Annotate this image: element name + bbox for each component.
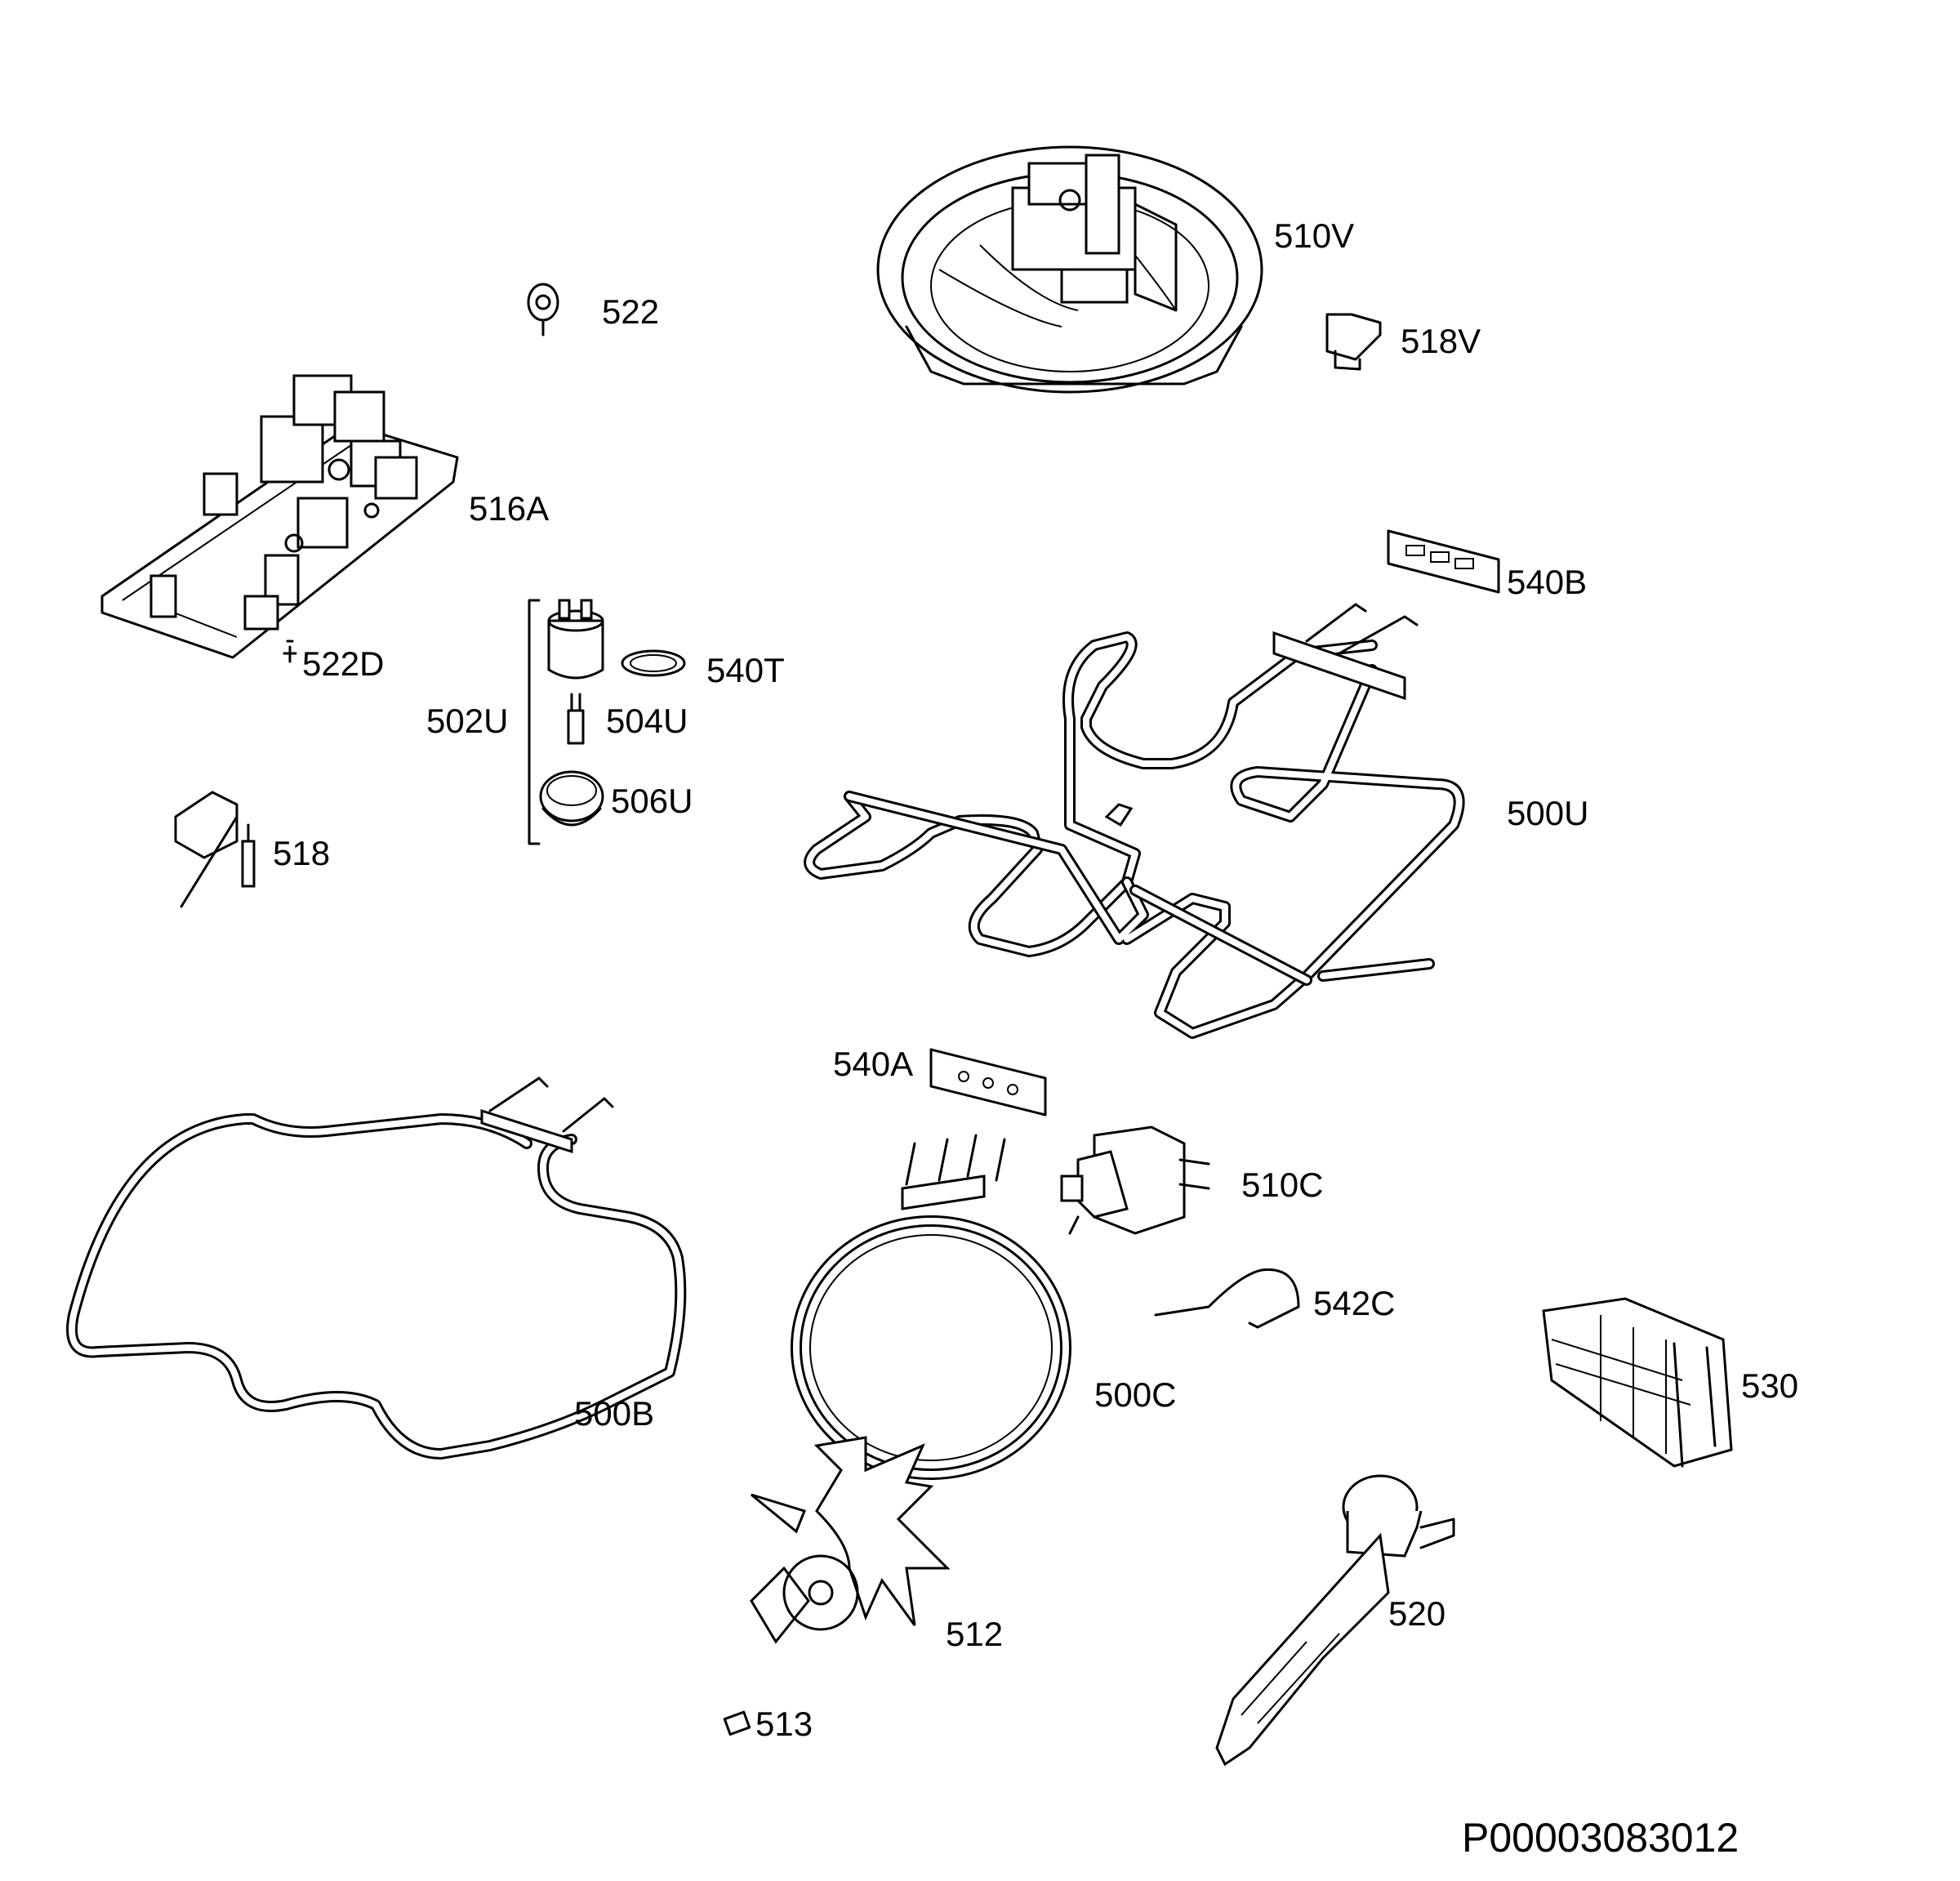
part-530-switch-block [1542, 1297, 1733, 1468]
part-540T-seal [621, 649, 686, 677]
part-518V-thermostat [1325, 313, 1382, 371]
part-540B-gasket [1387, 529, 1500, 594]
label-540T: 540T [706, 651, 785, 689]
label-506U: 506U [611, 782, 693, 820]
part-506U-lamp-cover [539, 770, 604, 827]
label-522D: 522D [302, 644, 385, 683]
label-522: 522 [602, 292, 660, 331]
label-500C: 500C [1094, 1375, 1177, 1414]
label-502U: 502U [426, 702, 509, 740]
label-500U: 500U [1507, 794, 1589, 832]
label-513: 513 [755, 1705, 813, 1743]
label-518V: 518V [1401, 322, 1481, 360]
part-520-switch-assembly [1215, 1474, 1455, 1767]
part-542C-clip [1154, 1268, 1300, 1329]
part-510C-motor [1060, 1125, 1210, 1235]
part-522D-pin [283, 640, 297, 663]
part-540A-plate [929, 1048, 1047, 1117]
label-520: 520 [1388, 1594, 1446, 1633]
part-500U-grill-element [804, 603, 1465, 1039]
label-540A: 540A [833, 1045, 914, 1083]
part-522-clip [527, 283, 559, 337]
part-510V-fan-assembly [876, 145, 1263, 394]
label-516A: 516A [469, 489, 550, 528]
label-510C: 510C [1241, 1166, 1324, 1204]
part-502U-bracket [528, 599, 541, 845]
part-500C-ring-element [791, 1134, 1071, 1480]
label-530: 530 [1741, 1366, 1799, 1405]
label-510V: 510V [1274, 216, 1355, 255]
label-518: 518 [273, 834, 331, 872]
label-500B: 500B [574, 1394, 655, 1433]
part-502U-lamp-holder [547, 599, 604, 680]
part-504U-bulb [567, 693, 585, 745]
part-516A-control-board [100, 374, 459, 659]
label-542C: 542C [1313, 1284, 1396, 1322]
part-500B-bottom-element [66, 1076, 687, 1460]
part-518-thermostat [174, 791, 256, 908]
part-512-fan-blade [750, 1436, 951, 1644]
part-513-nut [723, 1710, 751, 1736]
label-504U: 504U [606, 702, 688, 740]
drawing-code: P00003083012 [1462, 1815, 1740, 1861]
label-540B: 540B [1507, 563, 1588, 601]
label-512: 512 [946, 1615, 1004, 1653]
